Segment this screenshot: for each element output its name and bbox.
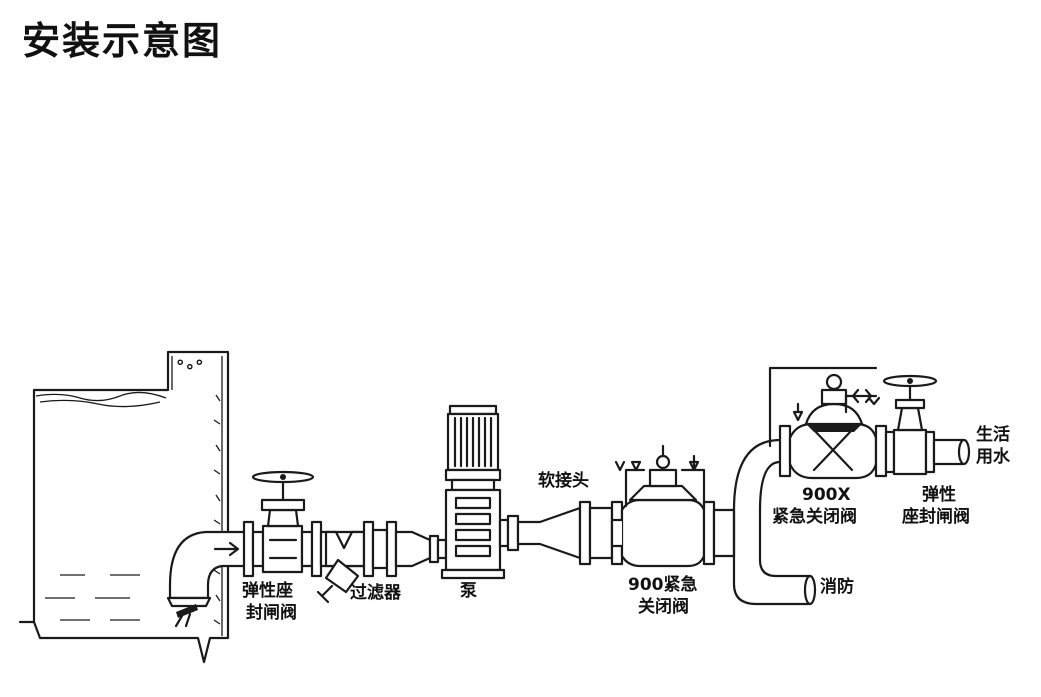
valve-900-label-line1: 900紧急 <box>628 574 698 595</box>
gate-valve-1-label-line1: 弹性座 <box>242 580 293 601</box>
emergency-valve-900 <box>610 444 716 568</box>
pump-label: 泵 <box>460 581 477 601</box>
strainer-label: 过滤器 <box>350 582 402 603</box>
pump <box>440 404 506 580</box>
svg-text:°∘°: °∘° <box>176 357 204 377</box>
gate-valve-2 <box>882 374 971 476</box>
gate-valve-2-label-line2: 座封闸阀 <box>902 506 970 527</box>
flexible-joint <box>498 500 624 566</box>
flexible-joint-label: 软接头 <box>538 470 589 491</box>
reducer-pipe <box>394 530 432 568</box>
strainer <box>316 520 398 604</box>
valve-900-label-line2: 关闭阀 <box>638 596 689 617</box>
gate-valve-2-label-line1: 弹性 <box>922 484 956 505</box>
water-tank: °∘° <box>18 350 230 664</box>
domestic-water-label-line2: 用水 <box>976 446 1011 467</box>
fire-protection-label: 消防 <box>820 576 854 597</box>
valve-900x-label-line1: 900X <box>802 485 851 505</box>
page-title: 安装示意图 <box>22 19 223 63</box>
header-pipe <box>712 438 817 606</box>
emergency-valve-900x <box>768 366 888 480</box>
valve-900x-label-line2: 紧急关闭阀 <box>772 506 857 527</box>
domestic-water-label-line1: 生活 <box>976 424 1010 445</box>
gate-valve-1-label-line2: 封闸阀 <box>246 602 297 623</box>
flow-arrow-icon <box>213 541 240 557</box>
gate-valve-1 <box>242 470 323 578</box>
